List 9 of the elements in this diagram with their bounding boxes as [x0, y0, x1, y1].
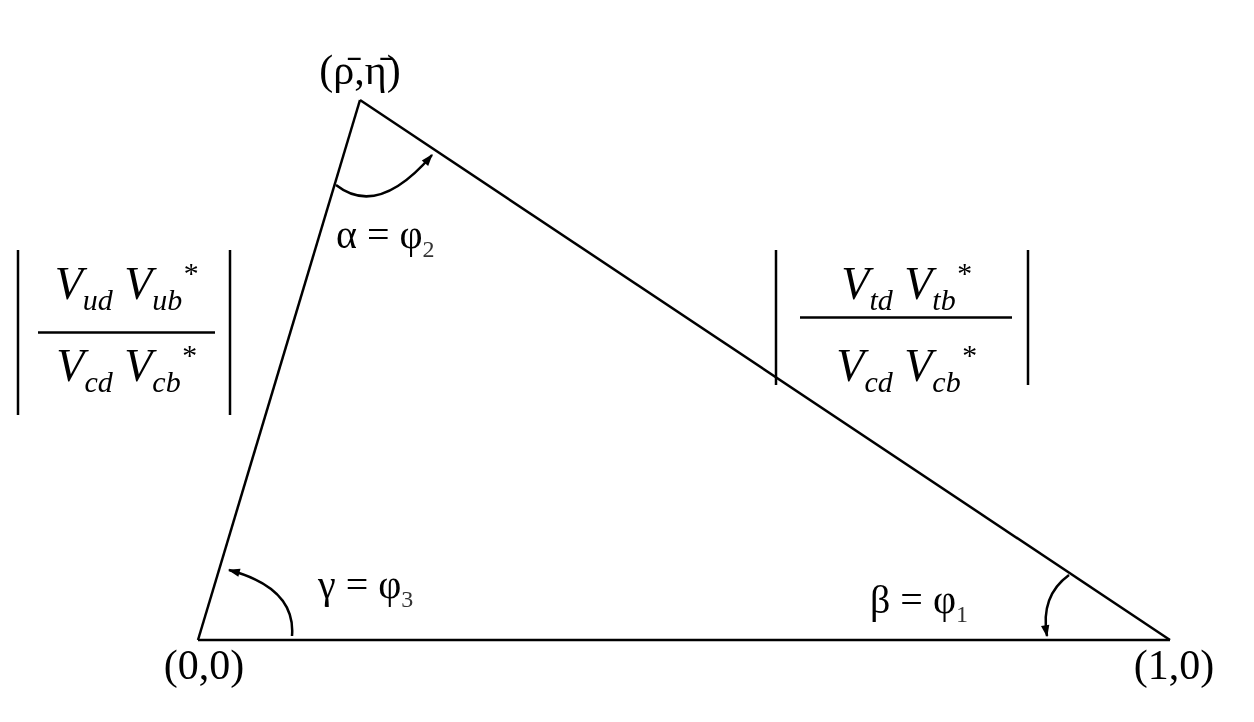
angle-label: β = φ$_{1}$: [870, 580, 968, 626]
vertex-label: (1,0): [1118, 640, 1230, 695]
triangle-side: [359, 98, 1171, 642]
angle-label: α = φ$_{2}$: [336, 215, 435, 261]
triangle-side: [198, 638, 1170, 642]
vertex-label: (0,0): [148, 640, 260, 695]
angle-label: γ = φ$_{3}$: [318, 565, 414, 611]
triangle-side: [196, 99, 362, 641]
vertex-label: (ρ̄,η̄): [295, 45, 425, 100]
